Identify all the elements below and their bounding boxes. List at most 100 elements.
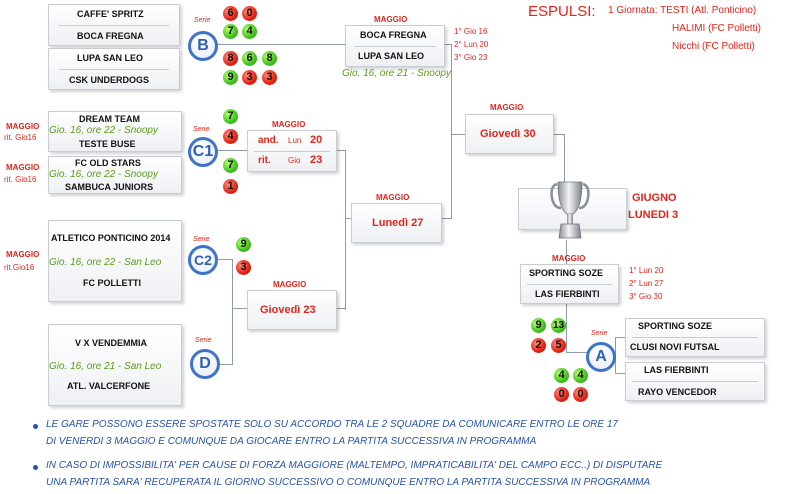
match-box-c1b[interactable]: FC OLD STARS Gio. 16, ore 22 - Snoopy SA… [48,156,182,194]
note-line: DI VENERDI 3 MAGGIO E COMUNQUE DA GIOCAR… [46,436,537,447]
score-ball: 3 [236,260,251,275]
note-line: IN CASO DI IMPOSSIBILITA' PER CAUSE DI F… [46,460,663,471]
team-name: SPORTING SOZE [529,268,604,278]
month-label: MAGGIO [272,120,306,129]
match-note: Gio. 16, ore 22 - Snoopy [49,169,158,180]
serie-label: Serie [195,337,212,344]
bracket-line [615,337,625,338]
score-ball: 5 [551,338,566,353]
month-label: MAGGIO [376,193,410,202]
serie-label: Serie [193,236,210,243]
bracket-line [566,352,588,353]
score-ball: 9 [531,318,546,333]
side-label: MAGGIO [6,122,40,131]
espulsi-line: Nicchi (FC Polletti) [672,41,755,52]
team-name: ATL. VALCERFONE [67,381,151,391]
match-note: Gio. 16, ore 22 - Snoopy [49,125,158,136]
match-note: Gio. 16, ore 21 - Snoopy [342,68,451,79]
score-ball: 6 [223,6,238,21]
team-name: SPORTING SOZE [638,321,713,331]
match-box-c1-final[interactable]: and. Lun 20 rit. Gio 23 [247,130,337,172]
date-line: 2° Lun 20 [454,40,489,49]
final-day: LUNEDI 3 [628,209,679,221]
and-date: Lun [288,136,302,145]
rit-date: Gio [288,156,301,165]
match-box-giovedi30[interactable]: Giovedì 30 [465,114,554,154]
team-name: LUPA SAN LEO [358,51,425,61]
bracket-line [443,44,451,45]
score-ball: 8 [223,51,238,66]
bracket-line [335,308,345,309]
date-line: 1° Lun 20 [629,266,664,275]
group-a-badge: A [586,342,616,372]
match-box-a2[interactable]: LAS FIERBINTI RAYO VENCEDOR [625,362,765,401]
score-ball: 4 [554,368,569,383]
team-name: BOCA FREGNA [360,30,427,40]
date-line: 3° Gio 23 [454,53,488,62]
bullet-icon [33,424,38,429]
side-label: rit.Gio16 [4,263,35,272]
bracket-line [215,44,345,45]
team-name: FC POLLETTI [83,278,141,288]
note-line: LE GARE POSSONO ESSERE SPOSTATE SOLO SU … [46,419,618,430]
score-ball: 4 [573,368,588,383]
match-box-d[interactable]: V X VENDEMMIA Gio. 16, ore 21 - San Leo … [48,324,182,406]
match-box-semi-b[interactable]: BOCA FREGNA LUPA SAN LEO [345,25,445,67]
bracket-line [232,308,247,309]
group-b-badge: B [188,31,218,61]
team-name: BOCA FREGNA [77,31,144,41]
team-name: LAS FIERBINTI [535,289,600,299]
score-ball: 3 [262,70,277,85]
score-ball: 8 [262,51,277,66]
date-line: 3° Gio 30 [629,292,663,301]
side-label: rit. Gio16 [4,133,37,142]
team-name: LUPA SAN LEO [77,53,144,63]
score-ball: 0 [554,387,569,402]
bracket-line [217,150,247,151]
bracket-line [451,44,452,134]
final-month: GIUGNO [632,192,677,204]
match-box-semi-a[interactable]: SPORTING SOZE LAS FIERBINTI [520,264,619,304]
score-ball: 4 [223,129,238,144]
team-name: LAS FIERBINTI [644,365,709,375]
bracket-line [451,134,465,135]
score-ball: 13 [551,318,566,333]
bracket-line [615,373,625,374]
team-name: CAFFE' SPRITZ [77,9,144,19]
score-ball: 4 [242,24,257,39]
team-name: V X VENDEMMIA [75,338,148,348]
round-date: Lunedì 27 [372,217,424,229]
team-name: SAMBUCA JUNIORS [65,182,154,192]
bracket-line [232,259,233,365]
team-name: FC OLD STARS [75,158,141,168]
bracket-line [566,240,567,264]
match-box-c1a[interactable]: DREAM TEAM Gio. 16, ore 22 - Snoopy TEST… [48,111,182,152]
team-name: CSK UNDERDOGS [69,75,150,85]
match-box-b1[interactable]: CAFFE' SPRITZ BOCA FREGNA [48,4,180,46]
date-line: 2° Lun 27 [629,279,664,288]
side-label: MAGGIO [6,250,40,259]
match-box-lunedi27[interactable]: Lunedì 27 [351,203,442,243]
month-label: MAGGIO [552,254,586,263]
serie-label: Serie [194,17,211,24]
match-box-a1[interactable]: SPORTING SOZE CLUSI NOVI FUTSAL [625,318,765,357]
score-ball: 6 [242,51,257,66]
group-d-badge: D [190,349,220,379]
month-label: MAGGIO [490,103,524,112]
match-box-giovedi23[interactable]: Giovedì 23 [247,290,337,330]
match-note: Gio. 16, ore 21 - San Leo [49,361,162,372]
espulsi-line: 1 Giornata: TESTI (Atl. Ponticino) [608,5,757,16]
score-ball: 0 [242,6,257,21]
match-box-b2[interactable]: LUPA SAN LEO CSK UNDERDOGS [48,48,180,90]
match-box-c2[interactable]: ATLETICO PONTICINO 2014 Gio. 16, ore 22 … [48,220,182,302]
bullet-icon [33,465,38,470]
score-ball: 9 [236,237,251,252]
rit-number: 23 [310,154,323,166]
round-date: Giovedì 23 [260,304,316,316]
group-c1-badge: C1 [188,137,218,167]
bracket-line [217,364,232,365]
bracket-line [566,302,567,352]
score-ball: 7 [223,109,238,124]
score-ball: 2 [531,338,546,353]
and-label: and. [258,135,279,146]
